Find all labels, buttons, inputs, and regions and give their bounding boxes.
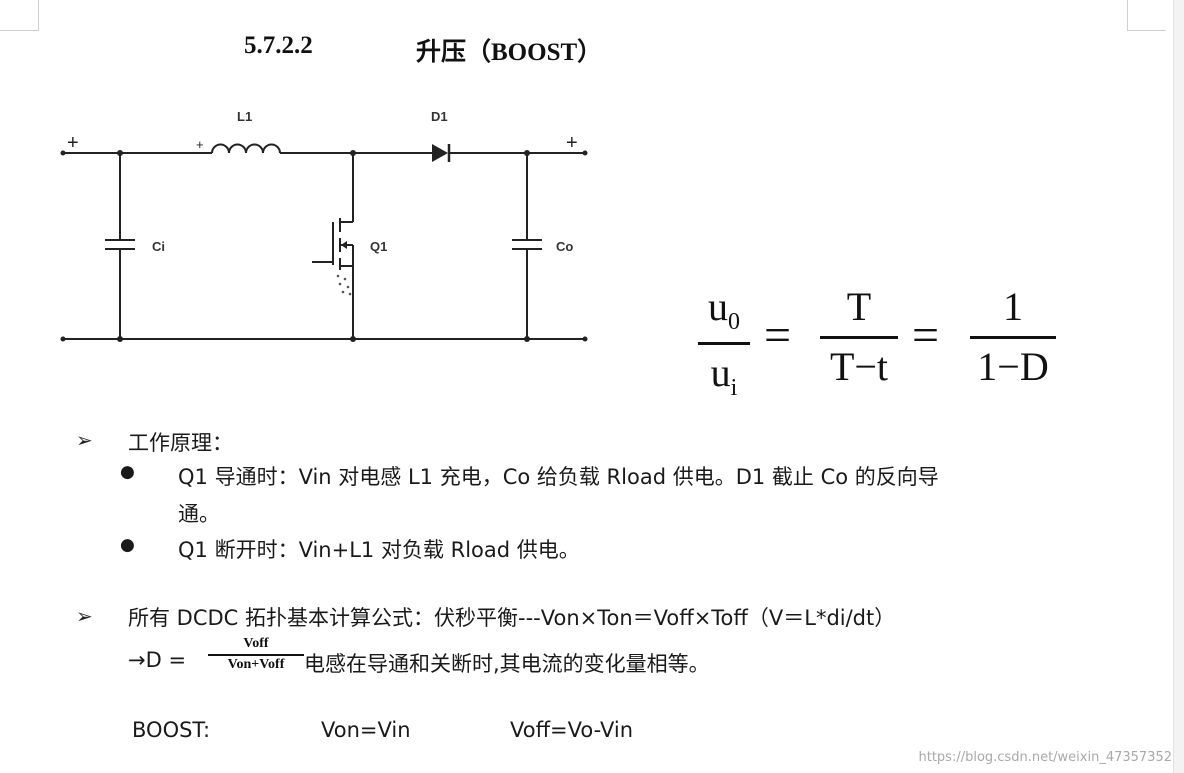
dcdc-fraction-denominator: Von+Voff <box>227 657 285 672</box>
q1-annotation-dots <box>336 274 352 296</box>
terminal-out-top <box>582 150 588 156</box>
formula-lhs-numerator-sub: 0 <box>728 309 740 335</box>
formula-mid-fraction: T T−t <box>820 283 898 390</box>
principle-bullet-1: ● <box>120 462 135 482</box>
formula-lhs-denominator-sub: i <box>730 375 738 401</box>
principle-title: 工作原理： <box>128 431 233 455</box>
formula-mid-numerator: T <box>846 284 872 329</box>
scrollbar[interactable] <box>1173 0 1184 773</box>
label-plus-left: + <box>67 132 79 154</box>
node-co-bottom <box>524 336 530 342</box>
dcdc-fraction-bar <box>208 654 304 656</box>
formula-equals-2: = <box>912 309 940 362</box>
terminal-in-bottom <box>60 336 66 342</box>
dcdc-arrow-icon: ➢ <box>76 604 93 628</box>
boost-circuit-diagram: + + + L1 D1 Ci Q1 Co <box>60 109 588 342</box>
label-plus-l1: + <box>196 137 204 152</box>
principle-item2: Q1 断开时：Vin+L1 对负载 Rload 供电。 <box>178 538 580 562</box>
diode-d1-triangle <box>432 144 448 162</box>
formula-rhs-denominator: 1−D <box>977 344 1049 389</box>
formula-rhs-numerator: 1 <box>1003 284 1023 329</box>
formula-lhs-fraction: u0 ui <box>698 283 750 402</box>
section-title: 升压（BOOST） <box>416 39 603 66</box>
node-q1-top <box>350 150 356 156</box>
dcdc-line2-prefix: →D = <box>128 648 187 672</box>
principle-bullet-2: ● <box>120 535 135 555</box>
node-co-top <box>524 150 530 156</box>
label-d1: D1 <box>431 109 448 124</box>
node-ci-top <box>117 150 123 156</box>
label-ci: Ci <box>152 239 165 254</box>
page-corner-mark-left <box>0 0 39 31</box>
dcdc-line2-suffix: 电感在导通和关断时,其电流的变化量相等。 <box>304 652 710 676</box>
terminal-out-bottom <box>582 336 588 342</box>
dcdc-small-fraction: Voff Von+Voff <box>208 636 304 673</box>
node-ci-bottom <box>117 336 123 342</box>
formula-lhs-numerator: u <box>708 284 728 329</box>
formula-lhs-denominator: u <box>710 350 731 395</box>
boost-voff: Voff=Vo-Vin <box>510 718 634 742</box>
formula-mid-bar <box>820 336 898 339</box>
boost-label: BOOST: <box>132 718 211 742</box>
label-co: Co <box>556 239 573 254</box>
inductor-l1-coil <box>211 143 281 154</box>
section-number: 5.7.2.2 <box>244 32 313 59</box>
dcdc-line1: 所有 DCDC 拓扑基本计算公式：伏秒平衡---Von×Ton＝Voff×Tof… <box>128 606 896 630</box>
terminal-in-top <box>60 150 66 156</box>
boost-von: Von=Vin <box>321 718 411 742</box>
page-corner-mark-right <box>1127 0 1166 31</box>
formula-mid-denominator: T−t <box>829 344 889 389</box>
formula-lhs-bar <box>698 342 750 345</box>
node-q1-bottom <box>350 336 356 342</box>
label-plus-right: + <box>566 132 578 154</box>
formula-equals-1: = <box>764 309 792 362</box>
dcdc-fraction-numerator: Voff <box>243 636 269 651</box>
label-l1: L1 <box>237 109 252 124</box>
formula-rhs-fraction: 1 1−D <box>970 283 1056 390</box>
principle-arrow-icon: ➢ <box>76 428 93 452</box>
principle-item1-line1: Q1 导通时：Vin 对电感 L1 充电，Co 给负载 Rload 供电。D1 … <box>178 465 939 489</box>
q1-arrow <box>341 241 347 249</box>
principle-item1-line2: 通。 <box>178 502 220 526</box>
label-q1: Q1 <box>370 239 387 254</box>
formula-rhs-bar <box>970 336 1056 339</box>
watermark-url: https://blog.csdn.net/weixin_47357352 <box>918 750 1172 765</box>
